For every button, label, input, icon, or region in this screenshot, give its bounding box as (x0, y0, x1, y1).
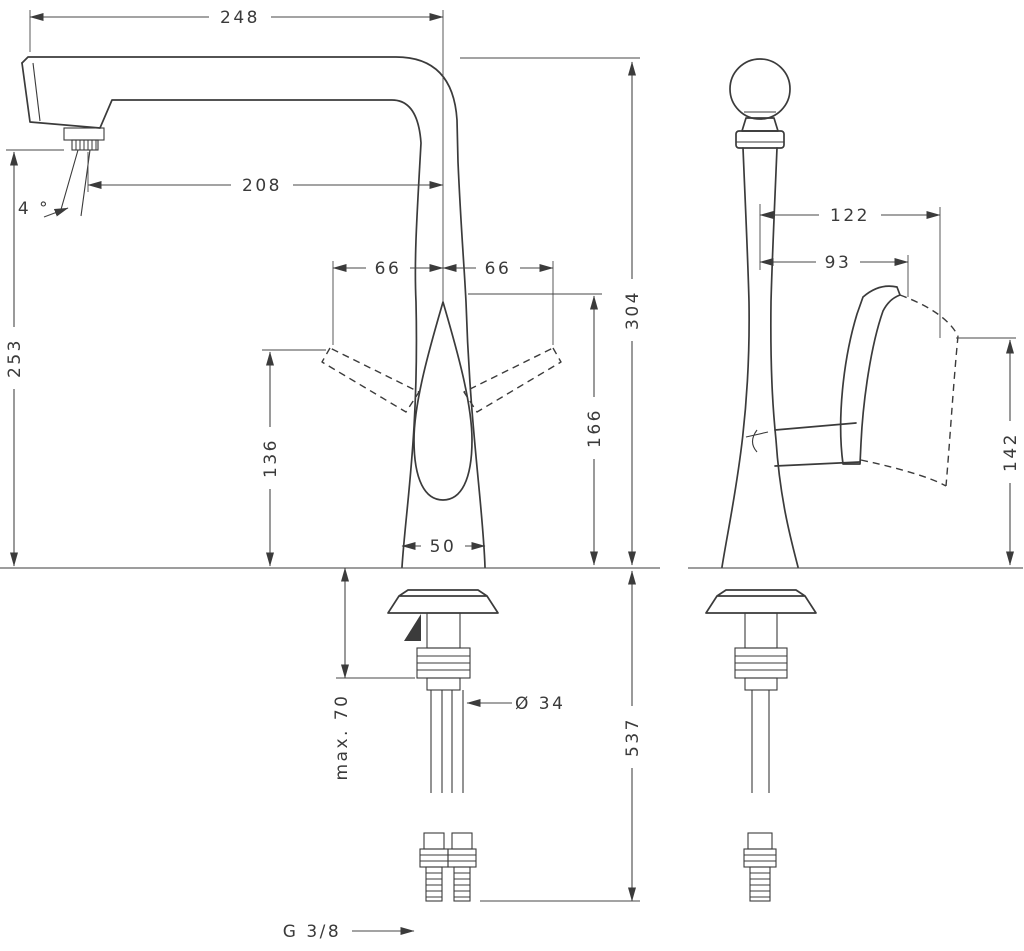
dim-304-label: 304 (623, 290, 643, 330)
body-front-right-edge (770, 147, 799, 568)
dim-248-label: 248 (220, 8, 260, 28)
dim-537-label: 537 (623, 717, 643, 757)
handle-swing-right (463, 347, 562, 413)
hose-crimp (747, 832, 773, 850)
side-below-deck (387, 589, 499, 902)
dim-208-label: 208 (242, 176, 282, 196)
supply-hose-front (751, 690, 770, 793)
clamp-wedge (404, 614, 421, 641)
dim-142-label: 142 (1001, 432, 1021, 472)
connector-nut-hatch (420, 854, 448, 862)
front-view (705, 58, 959, 902)
aerator (63, 127, 105, 151)
dim-142: 142 (956, 337, 1021, 566)
spout-cap-line (32, 62, 41, 122)
dim-208: 208 (87, 152, 444, 196)
dim-136: 136 (260, 349, 326, 567)
body-joint-detail (745, 429, 769, 453)
aerator-screen (71, 139, 99, 151)
front-below-deck (705, 589, 817, 902)
shank-side (426, 612, 461, 649)
handle-front (745, 285, 959, 487)
hose-connector-front (743, 832, 777, 902)
connector-nut-hatch (448, 854, 476, 862)
dim-max-70: max. 70 (331, 567, 415, 783)
mounting-nut-hatch-side (417, 655, 470, 671)
dim-93: 93 (759, 252, 909, 297)
handle-swing-front (860, 294, 959, 487)
dim-thread: G 3/8 (283, 922, 415, 942)
dim-166: 166 (468, 293, 605, 566)
shank-front (744, 612, 778, 649)
body-front-left-edge (721, 147, 750, 568)
dim-dia34-label: Ø 34 (515, 694, 565, 714)
spout-end-circle (729, 58, 791, 120)
connector-thread (749, 866, 771, 902)
connector-thread-hatch (426, 872, 442, 898)
connector-nut (419, 848, 449, 868)
aerator-collar (63, 127, 105, 141)
dimension-annotations: 248 208 4 ° 66 66 (4, 7, 1021, 942)
hose-connector-left (419, 832, 449, 902)
supply-hoses-side (430, 690, 464, 793)
dim-50: 50 (401, 536, 486, 557)
handle-arm (774, 422, 861, 467)
spray-angle-lines (59, 149, 91, 217)
connector-thread (453, 866, 471, 902)
mounting-nut-hatch-front (735, 655, 787, 671)
dim-253: 253 (4, 149, 64, 567)
spout-outer-edge (21, 56, 486, 568)
dim-66-ext (332, 261, 554, 345)
escutcheon-front (705, 589, 817, 614)
dim-66-left-label: 66 (375, 259, 402, 279)
connector-nut (743, 848, 777, 868)
dim-122-label: 122 (830, 206, 870, 226)
dim-66-right-label: 66 (485, 259, 512, 279)
aerator-front (735, 130, 785, 149)
shank-end-side (426, 677, 461, 691)
shank-end-front (744, 677, 778, 691)
dim-537: 537 (480, 570, 643, 902)
dim-angle-label: 4 ° (18, 199, 50, 219)
escutcheon-side (387, 589, 499, 614)
dim-166-label: 166 (585, 408, 605, 448)
dim-253-label: 253 (5, 338, 25, 378)
dim-66-66: 66 66 (332, 258, 554, 345)
connector-nut (447, 848, 477, 868)
handle-grip (839, 285, 901, 465)
angle-leader (43, 207, 69, 218)
connector-nut-hatch (744, 854, 776, 862)
connector-thread-hatch (750, 872, 770, 898)
dim-spray-angle: 4 ° (18, 199, 69, 219)
hose-crimp (451, 832, 473, 850)
handle-swing-left (321, 347, 420, 413)
dim-max70-label: max. 70 (332, 694, 352, 781)
hose-crimp (423, 832, 445, 850)
connector-thread (425, 866, 443, 902)
dim-304: 304 (460, 57, 643, 566)
spout-neck-front (741, 117, 779, 132)
spout-inner-edge (21, 62, 422, 568)
dim-dia-34: Ø 34 (466, 694, 565, 714)
dim-50-label: 50 (430, 537, 457, 557)
body-teardrop-detail (413, 301, 473, 501)
connector-thread-hatch (454, 872, 470, 898)
dim-thread-label: G 3/8 (283, 922, 341, 942)
dim-93-label: 93 (825, 253, 852, 273)
dim-122: 122 (759, 204, 941, 338)
dim-248: 248 (29, 7, 444, 302)
aerator-hatch (75, 140, 97, 150)
dim-136-label: 136 (261, 438, 281, 478)
side-view (21, 56, 562, 902)
hose-connector-right (447, 832, 477, 902)
